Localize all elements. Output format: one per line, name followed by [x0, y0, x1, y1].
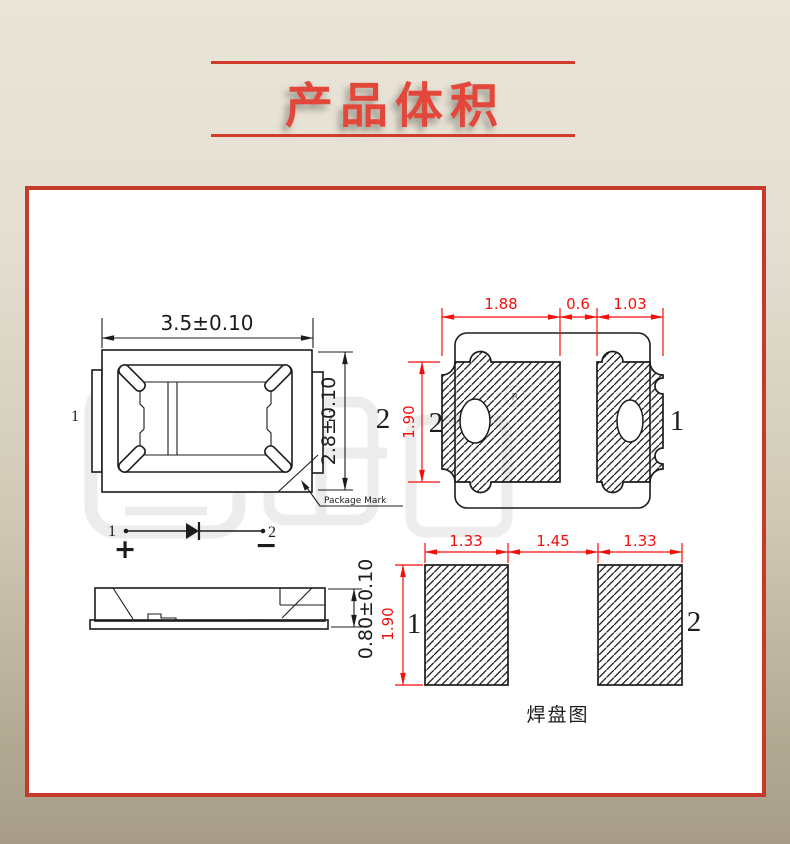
pad-layout-top-dimensions: 1.88 0.6 1.03 1.90: [400, 295, 664, 483]
solder-pad-gap-dim-text: 1.45: [536, 532, 569, 550]
solder-pad1-width-dim-text: 1.33: [449, 532, 482, 550]
package-mark-callout: Package Mark: [277, 454, 403, 507]
top-view-height-dimension: 2.8±0.10: [318, 351, 353, 491]
pad-layout-top-drawing: 1.88 0.6 1.03 1.90 2 1: [400, 295, 685, 509]
polarity-plus-sign: +: [114, 534, 137, 565]
side-view-drawing: 0.80±0.10: [89, 559, 377, 660]
page-title: 产品体积: [284, 80, 505, 133]
top-view-width-dimension: 3.5±0.10: [101, 311, 314, 348]
pad-height-dim-text: 1.90: [400, 405, 418, 438]
drawing-panel: R 3.5±0.10 2.8±0.10 1 2: [25, 186, 766, 797]
package-mark-label: Package Mark: [324, 496, 387, 506]
pad-layout-bottom-drawing: 1.33 1.45 1.33 1.90 1 2 焊盘图: [379, 532, 701, 726]
polarity-pin2-label: 2: [268, 524, 276, 541]
pad1-width-dim-text: 1.03: [613, 295, 646, 313]
solder-pad1-shape: [424, 564, 509, 686]
top-view-height-dim-text: 2.8±0.10: [318, 377, 340, 465]
top-view-pin2-inner-label: 2: [328, 408, 336, 425]
pad-layout-bottom-dimensions: 1.33 1.45 1.33 1.90: [379, 532, 683, 686]
top-view-width-dim-text: 3.5±0.10: [160, 311, 253, 335]
pad-layout-bottom-pin2-label: 2: [687, 606, 702, 638]
top-view-drawing: 3.5±0.10 2.8±0.10 1 2 2 Package Mark: [71, 311, 403, 507]
pad-layout-bottom-pin1-label: 1: [407, 608, 422, 640]
polarity-pin1-label: 1: [108, 523, 116, 540]
pad-layout-top-pin2-label: 2: [429, 407, 444, 439]
solder-pad2-width-dim-text: 1.33: [623, 532, 656, 550]
solder-pad-height-dim-text: 1.90: [379, 607, 397, 640]
side-view-thickness-dim-text: 0.80±0.10: [355, 559, 377, 660]
pad-layout-top-pin1-label: 1: [670, 405, 685, 437]
diode-symbol-icon: [186, 523, 199, 539]
pad-gap-dim-text: 0.6: [566, 295, 590, 313]
pad2-width-dim-text: 1.88: [484, 295, 517, 313]
top-view-pin2-outer-label: 2: [376, 403, 391, 435]
polarity-diagram: 1 2 + −: [108, 522, 277, 565]
solder-pad2-shape: [597, 564, 683, 686]
side-view-thickness-dimension: 0.80±0.10: [328, 559, 377, 660]
header-rule-top: [211, 61, 575, 64]
dimension-drawing: R 3.5±0.10 2.8±0.10 1 2: [71, 295, 701, 726]
top-view-pin1-label: 1: [71, 408, 79, 425]
polarity-minus-sign: −: [255, 530, 278, 561]
pad-diagram-caption: 焊盘图: [526, 704, 589, 726]
header-rule-bottom: [211, 134, 575, 137]
pad2-shape: [441, 350, 561, 494]
